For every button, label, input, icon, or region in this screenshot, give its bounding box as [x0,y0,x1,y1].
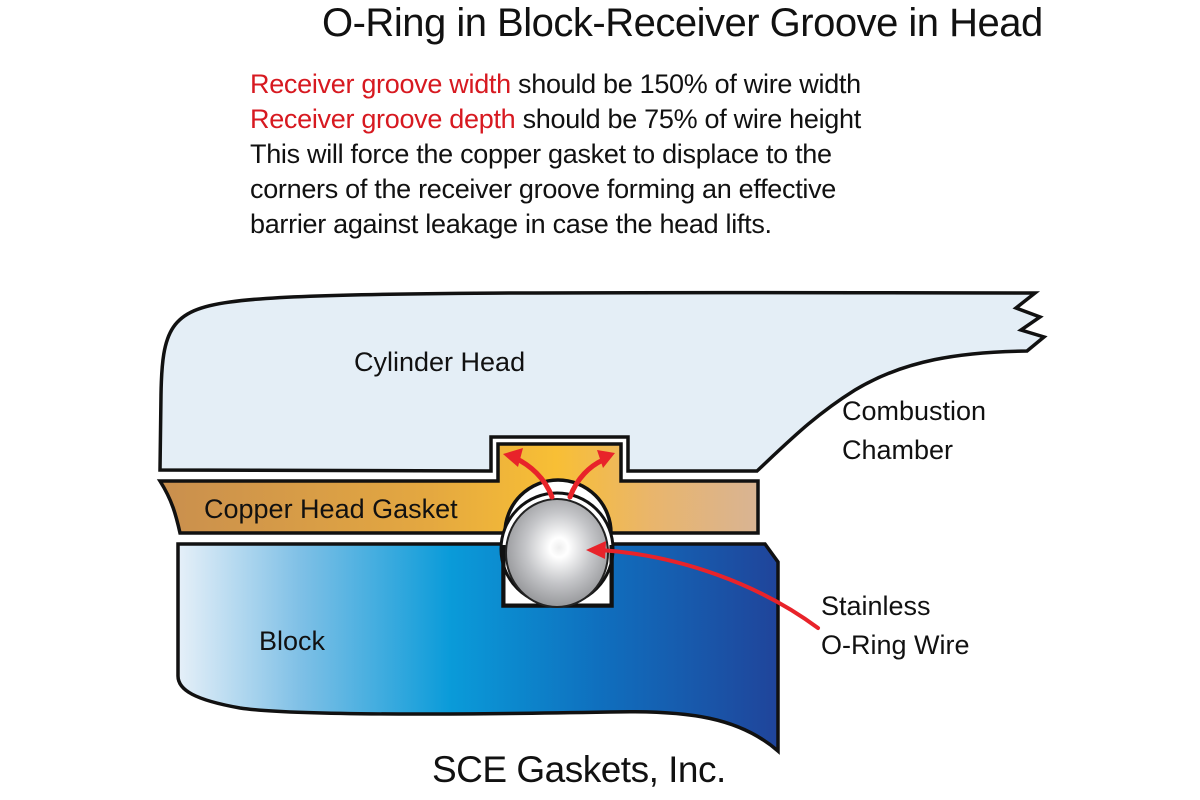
description-line-1: Receiver groove width should be 150% of … [250,69,861,99]
label-copper-gasket: Copper Head Gasket [204,494,458,524]
label-combustion-line1: Combustion [842,396,986,426]
description: Receiver groove width should be 150% of … [250,67,861,242]
wire-pointer-arrow-icon [598,548,820,630]
description-line-3: This will force the copper gasket to dis… [250,139,832,169]
wire-pointer-arrowhead [586,541,606,559]
stainless-o-ring-wire [505,498,609,608]
displacement-arrows [503,448,615,500]
arrow-right-head [597,450,615,468]
description-line-5: barrier against leakage in case the head… [250,209,772,239]
company-credit: SCE Gaskets, Inc. [432,749,726,790]
arrow-right-icon [567,457,606,500]
diagram-title: O-Ring in Block-Receiver Groove in Head [322,1,1043,45]
highlight-groove-depth: Receiver groove depth [250,104,516,134]
engine-block-shape [176,542,780,755]
label-combustion-line2: Chamber [842,435,953,465]
description-line-4: corners of the receiver groove forming a… [250,174,837,204]
description-line-2: Receiver groove depth should be 75% of w… [250,104,861,134]
label-wire-line1: Stainless [821,591,931,621]
label-wire-line2: O-Ring Wire [821,630,970,660]
label-cylinder-head: Cylinder Head [354,347,525,377]
cylinder-head-shape [158,290,1048,473]
arrow-left-head [503,448,523,467]
label-block: Block [259,626,326,656]
highlight-groove-width: Receiver groove width [250,69,511,99]
